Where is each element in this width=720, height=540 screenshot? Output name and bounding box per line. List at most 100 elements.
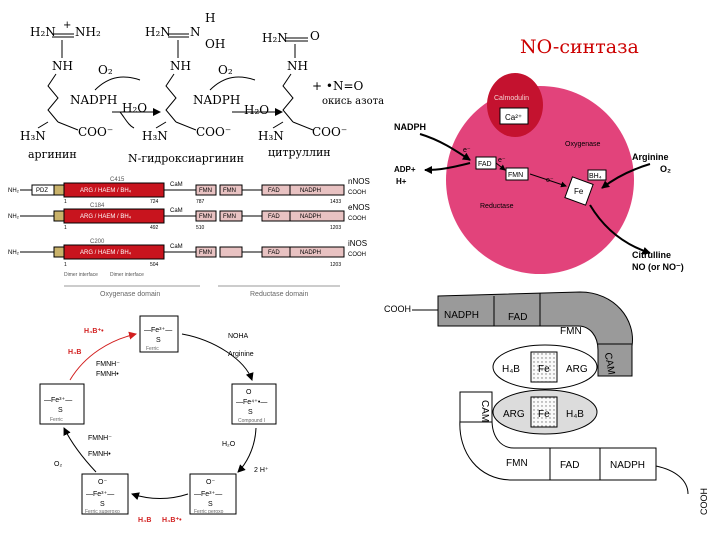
residue-number: 492: [150, 225, 159, 231]
slide-title: NO-синтаза: [520, 36, 639, 58]
isoform-row-nnos: NH₂ PDZ ARG / HAEM / BH₄ C415 CaM FMN FM…: [8, 177, 370, 205]
cycle-bottom-left: —Fe³⁺—: [86, 491, 114, 498]
cam-label: CaM: [170, 244, 183, 250]
calmodulin-ellipse: [487, 73, 543, 137]
dimer-upper-h4b: H₄B: [502, 364, 520, 375]
nadph-arrow: [419, 133, 471, 161]
cit-amino-bond: [272, 121, 284, 129]
fad-label: FAD: [268, 214, 280, 220]
cycle-bl-s: S: [100, 501, 105, 508]
cycle-box-superoxo: [81, 473, 129, 515]
fmn-box: [505, 167, 529, 181]
fmn-domain: [195, 210, 217, 222]
cycle-box-ferric: [139, 315, 179, 353]
cycle-right-caption: Compound I: [238, 418, 265, 424]
arg-bottom-right: COO⁻: [78, 125, 113, 139]
nadph-label: NADPH: [300, 214, 321, 220]
step1-o2: O₂: [98, 63, 113, 77]
cycle-box-ferric-left: [39, 383, 85, 425]
cycle-arrow: [131, 492, 189, 501]
nadph-label: NADPH: [300, 250, 321, 256]
reductase-label: Reductase: [480, 203, 514, 210]
fmn-domain: [195, 184, 217, 196]
noha-bottom-right: COO⁻: [196, 125, 231, 139]
arg-amino-bond: [37, 121, 49, 129]
cycle-top-center: —Fe³⁺—: [144, 327, 172, 334]
reaction-scheme: H₂N NH₂ + NH H₃N COO⁻ аргинин O₂ NADPH H…: [20, 11, 384, 165]
noha-amino-bond: [155, 121, 167, 129]
dimer-lower-heme: [530, 396, 558, 428]
cycle-bl-fmnh1: FMNH⁻: [88, 435, 112, 442]
isoform-start: NH₂: [8, 250, 20, 256]
dimer-top-cam: CAM: [602, 352, 617, 376]
electron-label: e⁻: [463, 147, 471, 154]
fmn-label: FMN: [199, 250, 212, 256]
dimer-cooh-top: COOH: [384, 304, 411, 314]
dimer-lower-h4b: H₄B: [566, 409, 584, 420]
reductase-domain-label: Reductase domain: [250, 291, 308, 298]
fe-label: Fe: [574, 187, 584, 196]
calcium-box: [499, 107, 529, 125]
cycle-h4b-plus: H₄B⁺•: [84, 328, 104, 335]
oxygenase-label: ARG / HAEM / BH₄: [80, 214, 132, 220]
cycle-left-s: S: [58, 407, 63, 414]
dimer-note: Dimer interface: [64, 272, 98, 278]
cycle-bottom-right: —Fe³⁺—: [194, 491, 222, 498]
dimer-upper-heme: [530, 351, 558, 383]
noha-h: H: [205, 11, 215, 25]
fmn-label: FMN: [508, 172, 523, 179]
cycle-bl-fmnh2: FMNH•: [88, 451, 111, 458]
cycle-top-s: S: [156, 337, 161, 344]
site-label: C415: [110, 177, 125, 183]
dimer-top-band: [437, 291, 633, 377]
site-label: C184: [90, 203, 105, 209]
noha-oh: OH: [205, 37, 225, 51]
dimer-top-nadph: NADPH: [444, 310, 479, 321]
cycle-bl-o: O⁻: [98, 479, 107, 486]
cycle-arrow: [237, 427, 257, 473]
dimer-lower-arg: ARG: [503, 409, 525, 420]
noha-name: N-гидроксиаргинин: [128, 152, 244, 165]
step1-o2-curve: [94, 76, 141, 91]
zn-site: [53, 210, 65, 222]
isoform-row-enos: NH₂ ARG / HAEM / BH₄ C184 CaM FMN FMN FA…: [8, 203, 370, 231]
calcium-label: Ca²⁺: [505, 113, 522, 122]
o2-input: O₂: [660, 164, 671, 174]
residue-number: 504: [150, 262, 159, 268]
bh4-label: BH₄: [589, 173, 602, 180]
dimer-ribbon: COOH NADPH FAD FMN CAM H₄B Fe ARG ARG Fe…: [384, 291, 709, 515]
arg-carboxyl-bond: [57, 121, 79, 131]
dimer-bottom-band: [459, 391, 657, 481]
isoform-name: nNOS: [348, 177, 370, 186]
residue-number: 510: [196, 225, 205, 231]
cycle-fmnh-minus: FMNH⁻: [96, 361, 120, 368]
dimer-bot-nadph: NADPH: [610, 460, 645, 471]
cit-chain: [282, 73, 294, 123]
cycle-arginine: Arginine: [228, 351, 254, 358]
step2-o2-curve: [209, 76, 256, 91]
arginine-input: Arginine: [632, 152, 669, 162]
cam-label: CaM: [170, 208, 183, 214]
cycle-box-compound-i: [231, 383, 277, 425]
zn-site: [53, 184, 65, 196]
cycle-br-caption: Ferric peroxo: [194, 509, 224, 515]
no-output: NO (or NO⁻): [632, 262, 684, 272]
cycle-top-caption: Ferric: [146, 346, 159, 352]
oxygenase-label: Oxygenase: [565, 141, 601, 148]
catalytic-cycle: —Fe³⁺— S Ferric O —Fe⁴⁺•— S Compound I —…: [39, 315, 277, 524]
isoform-end: COOH: [348, 216, 366, 222]
fad-label: FAD: [268, 188, 280, 194]
dimer-top-fad: FAD: [508, 312, 527, 323]
fad-label: FAD: [268, 250, 280, 256]
product-arrow: [589, 204, 651, 255]
isoform-start: NH₂: [8, 214, 20, 220]
isoform-row-inos: NH₂ ARG / HAEM / BH₄ C200 CaM FMN FAD NA…: [8, 239, 367, 268]
arg-bottom-left: H₃N: [20, 129, 46, 143]
residue-number: 787: [196, 199, 205, 205]
cycle-noha: NOHA: [228, 333, 249, 340]
cit-nh: NH: [287, 59, 308, 73]
cycle-box-peroxo: [189, 473, 237, 515]
enzyme-circle: [446, 86, 634, 274]
cit-carboxyl-bond: [292, 121, 314, 131]
cycle-h4b: H₄B: [68, 349, 81, 356]
